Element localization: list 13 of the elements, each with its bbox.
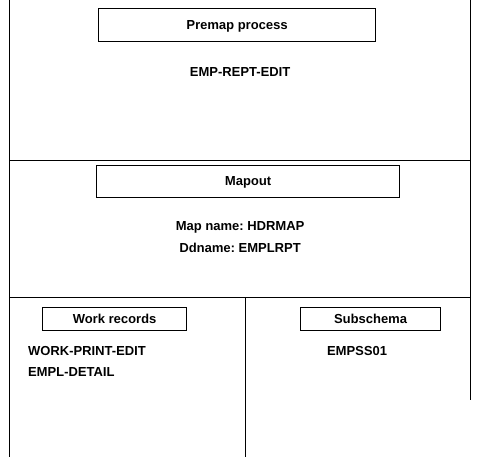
field-value: EMPSS01: [327, 343, 387, 359]
field-value: Ddname: EMPLRPT: [179, 240, 301, 256]
panel-title: Mapout: [96, 165, 400, 198]
field-value: Map name: HDRMAP: [176, 218, 304, 234]
form-panel: [9, 297, 246, 457]
panel-title: Subschema: [300, 307, 441, 331]
panel-title: Premap process: [98, 8, 376, 42]
form-panel: [9, 160, 471, 298]
field-value: WORK-PRINT-EDIT: [28, 343, 146, 359]
form-panel: [9, 0, 471, 161]
panel-title: Work records: [42, 307, 187, 331]
field-value: EMPL-DETAIL: [28, 364, 114, 380]
field-value: EMP-REPT-EDIT: [190, 64, 290, 80]
